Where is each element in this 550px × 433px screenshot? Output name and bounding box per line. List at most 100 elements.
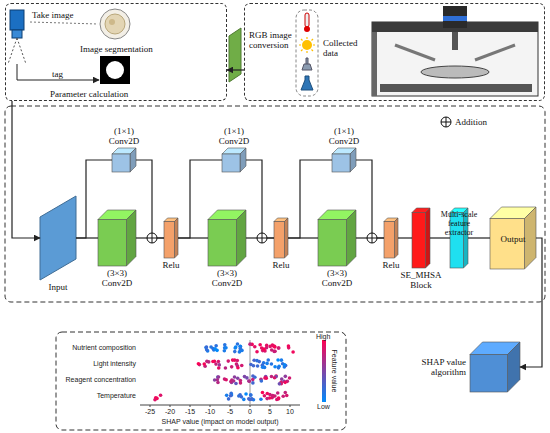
cube-front: [164, 222, 175, 259]
shap-dot: [154, 396, 158, 400]
shap-dot: [259, 397, 263, 401]
input-layer: Input: [40, 196, 76, 280]
mask-square: [100, 56, 130, 84]
chart-label: -15: [185, 408, 195, 416]
cube-side: [508, 342, 521, 392]
relu-block: Relu: [384, 218, 398, 258]
shape-outline: [470, 342, 520, 392]
chart-label: Nutrient composition: [72, 344, 136, 352]
camera-body: [10, 10, 24, 30]
shap-dot: [230, 381, 234, 385]
dish-culture: [105, 14, 125, 34]
shap-dot: [230, 393, 234, 397]
shap-dot: [202, 362, 206, 366]
shap-dot: [271, 394, 275, 398]
shap-dot: [226, 359, 230, 363]
shap-dot: [242, 398, 246, 402]
shap-dot: [257, 360, 261, 364]
connector: [468, 237, 490, 238]
shap-dot: [233, 375, 237, 379]
shap-dot: [217, 366, 221, 370]
shap-dot: [248, 398, 252, 402]
cube-front: [98, 220, 127, 267]
shap-dot: [283, 363, 287, 367]
shap-dot: [197, 362, 201, 366]
chart-label: -5: [227, 408, 233, 416]
node-text: (1×1) Conv2D: [104, 126, 144, 146]
group-box: Take imageImage segmentationtagParameter…: [5, 3, 227, 101]
addition-symbol: [257, 233, 267, 243]
shap-block: SHAP value algorithm: [470, 342, 520, 392]
shap-dot: [253, 345, 257, 349]
chart-label: -20: [165, 408, 175, 416]
cube-side: [350, 148, 356, 172]
cube-side: [426, 208, 431, 268]
shap-dot: [281, 394, 285, 398]
shap-dot: [262, 361, 266, 365]
shap-dot: [234, 382, 238, 386]
shap-dot: [276, 391, 280, 395]
node-text: (1×1) Conv2D: [324, 126, 364, 146]
chart-label: High: [316, 333, 330, 341]
cube-front: [332, 154, 350, 172]
shap-dot: [273, 365, 277, 369]
shap-dot: [285, 394, 289, 398]
conv-block: (1×1) Conv2D: [222, 148, 246, 172]
addition-cross: [367, 233, 377, 243]
device-camera: [443, 6, 467, 28]
shap-dot: [291, 350, 295, 354]
shap-dot: [240, 364, 244, 368]
shap-dot: [223, 349, 227, 353]
chart-label: -25: [145, 408, 155, 416]
dish-rim: [100, 9, 130, 39]
conv-block: (3×3) Conv2D: [318, 210, 356, 266]
shap-dot: [205, 360, 209, 364]
attention-block: SE_MHSA Block: [412, 208, 430, 268]
shap-dot: [239, 379, 243, 383]
node-text: Input: [38, 282, 78, 292]
addition-symbol: [367, 233, 377, 243]
cube-side: [237, 210, 247, 266]
light-icon: [302, 58, 312, 70]
addition-symbol: [147, 233, 157, 243]
leader-line: [30, 22, 98, 24]
connector: [288, 237, 318, 238]
feature-extractor: Multi-scale feature extractor: [450, 208, 468, 268]
shap-dot: [251, 374, 255, 378]
node-text: (1×1) Conv2D: [214, 126, 254, 146]
shap-dot: [236, 366, 240, 370]
shape-outline: [40, 196, 76, 280]
chart-label: Feature value: [330, 350, 338, 393]
shap-dot: [249, 393, 253, 397]
thermometer-bulb: [304, 26, 310, 32]
cube-front: [412, 213, 426, 269]
node-text: tag: [52, 69, 82, 79]
shap-dot: [225, 394, 229, 398]
shap-dot: [235, 359, 239, 363]
node-text: Relu: [376, 260, 406, 270]
shap-dot: [283, 381, 287, 385]
chart-label: 10: [286, 408, 294, 416]
node-text: SE_MHSA Block: [397, 270, 445, 290]
shap-dot: [280, 358, 284, 362]
addition-circle: [147, 233, 157, 243]
shap-dot: [217, 375, 221, 379]
shap-dot: [277, 396, 281, 400]
conv-block: (1×1) Conv2D: [112, 148, 136, 172]
shap-dot: [261, 391, 265, 395]
icon-strip: [296, 10, 318, 96]
connector: [520, 238, 542, 367]
cube-side: [130, 148, 136, 172]
petri-dish: [100, 9, 130, 39]
cube-front: [222, 154, 240, 172]
sun-icon: [302, 40, 312, 50]
cube-side: [240, 148, 246, 172]
shap-dot: [273, 349, 277, 353]
lamp-arm: [475, 45, 515, 60]
node-text: Multi-scale feature extractor: [433, 210, 485, 237]
relu-block: Relu: [274, 218, 288, 258]
shap-dot: [258, 343, 262, 347]
shap-dot: [270, 348, 274, 352]
